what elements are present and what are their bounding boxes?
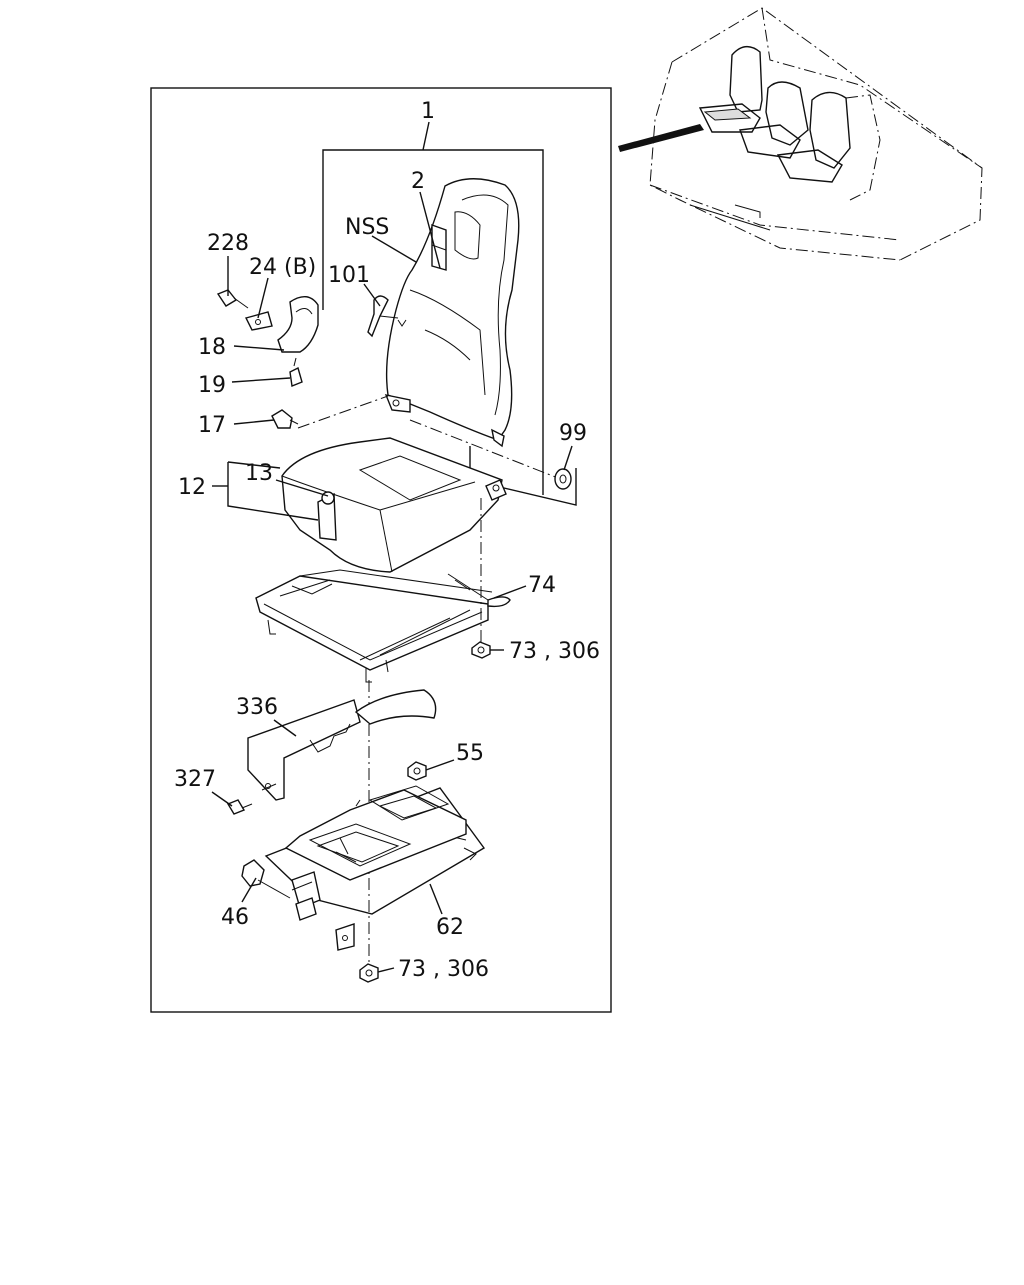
bolt-46 — [241, 859, 291, 899]
callout-73-306-upper: 73 , 306 — [509, 639, 600, 664]
callout-12: 12 — [178, 475, 206, 500]
side-hardware — [216, 289, 319, 429]
nut-73-306-upper — [471, 641, 491, 659]
bolt-17 — [271, 409, 293, 429]
screw-19 — [289, 366, 303, 387]
callout-2: 2 — [411, 169, 425, 194]
callout-18: 18 — [198, 335, 226, 360]
trim-cover-336 — [247, 689, 437, 801]
assembly-bracket — [322, 149, 544, 495]
callout-nss: NSS — [345, 215, 389, 240]
pivot-axis-line — [297, 395, 389, 429]
callout-228: 228 — [207, 231, 249, 256]
washer-99 — [469, 446, 577, 506]
cab-location-inset — [618, 7, 983, 261]
leader-lines — [211, 191, 573, 973]
pivot-axis-line-2 — [409, 419, 559, 479]
bracket-12 — [227, 462, 319, 521]
callout-62: 62 — [436, 915, 464, 940]
seat-base-frame — [264, 785, 486, 951]
callout-73-306-lower: 73 , 306 — [398, 957, 489, 982]
callout-labels: 1 2 NSS 228 24 (B) 101 18 19 17 99 13 12… — [174, 99, 600, 982]
callout-13: 13 — [245, 461, 273, 486]
callout-74: 74 — [528, 573, 556, 598]
callout-1-leader — [422, 121, 430, 151]
callout-336: 336 — [236, 695, 278, 720]
seat-back — [384, 178, 520, 448]
callout-17: 17 — [198, 413, 226, 438]
inset-center-seat — [739, 81, 809, 159]
callout-1: 1 — [421, 99, 435, 124]
bracket-24b — [244, 311, 273, 331]
diagram-frame — [150, 87, 612, 1013]
callout-101: 101 — [328, 263, 370, 288]
nut-73-306-lower — [359, 963, 379, 983]
callout-19: 19 — [198, 373, 226, 398]
inset-driver-seat — [698, 46, 763, 133]
callout-55: 55 — [456, 741, 484, 766]
bracket-12-top — [227, 461, 281, 469]
screw-327-shank — [241, 803, 253, 809]
callout-99: 99 — [559, 421, 587, 446]
seat-cushion — [281, 437, 507, 573]
recline-lever — [367, 295, 399, 338]
screw-327 — [226, 799, 246, 815]
inset-passenger-seat — [776, 91, 851, 183]
bolt-228 — [216, 289, 238, 307]
callout-24b: 24 (B) — [249, 255, 316, 280]
callout-46: 46 — [221, 905, 249, 930]
seat-slide-rails — [255, 569, 511, 683]
cover-18 — [277, 296, 319, 353]
callout-327: 327 — [174, 767, 216, 792]
location-pointer-arrow — [618, 124, 704, 152]
nut-55 — [407, 761, 427, 781]
